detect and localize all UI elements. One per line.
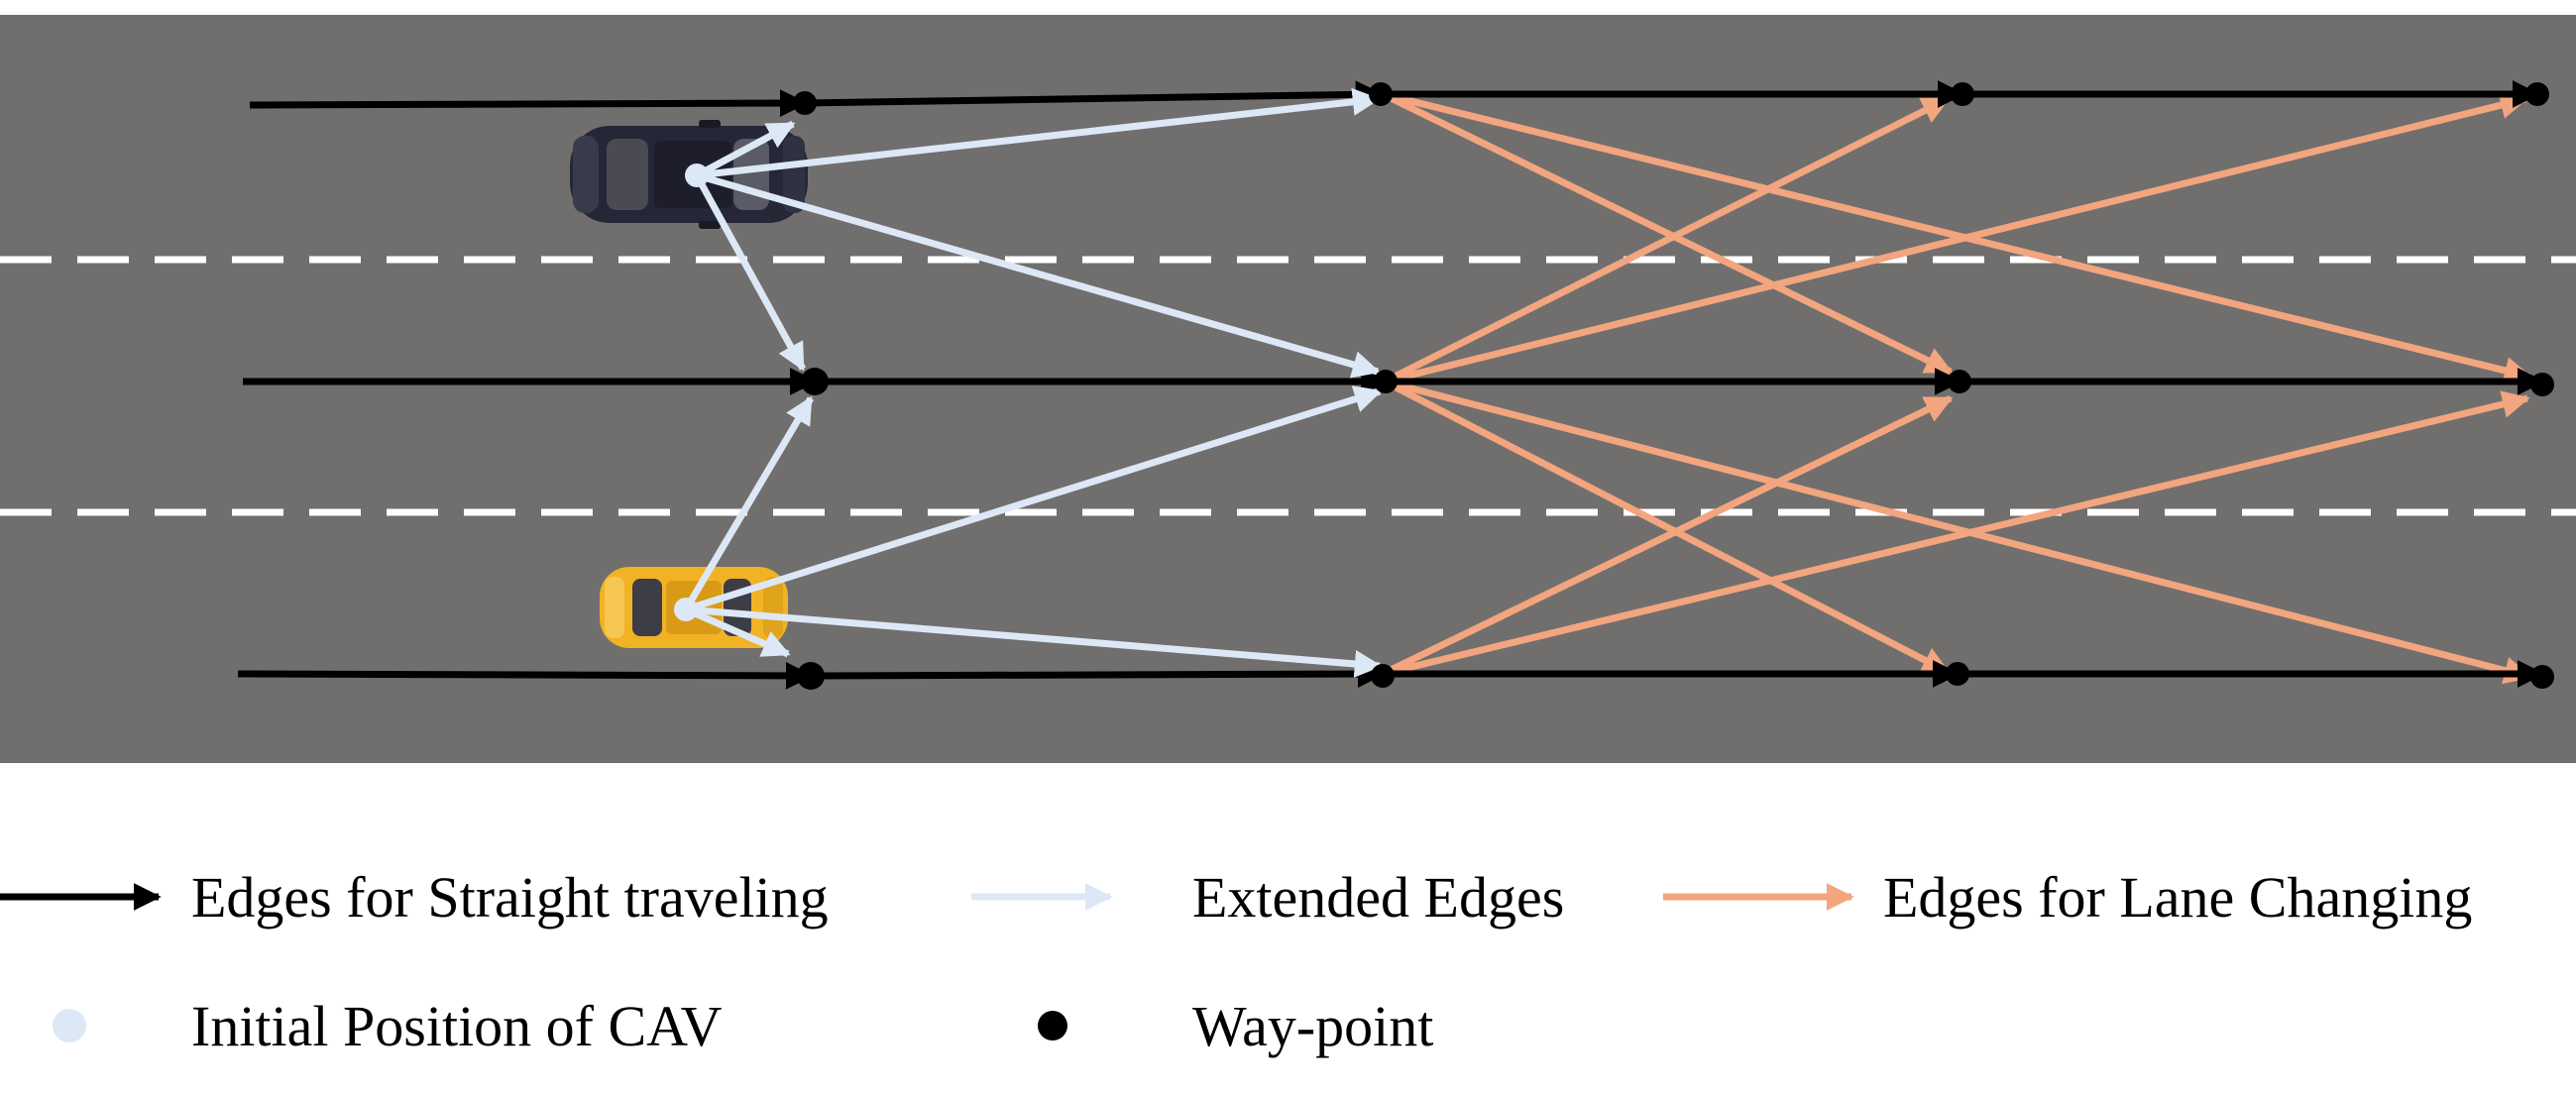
lane-change-edge bbox=[1383, 95, 1951, 385]
legend-waypoint-label: Way-point bbox=[1192, 994, 1433, 1058]
waypoint bbox=[793, 91, 817, 115]
extended-edge bbox=[685, 605, 1383, 678]
lane-change-edge bbox=[1382, 390, 2530, 678]
extended-edge bbox=[695, 120, 796, 179]
straight-edge bbox=[804, 80, 1384, 109]
waypoint bbox=[1371, 664, 1395, 688]
straight-edge bbox=[249, 89, 808, 118]
extended-edge bbox=[693, 173, 807, 372]
straight-edges bbox=[237, 80, 2545, 690]
extended-edge bbox=[682, 395, 815, 611]
extended-edge bbox=[684, 605, 791, 658]
straight-edge bbox=[810, 660, 1386, 689]
extended-edge bbox=[696, 87, 1381, 179]
waypoint bbox=[1951, 82, 1974, 106]
waypoint bbox=[2525, 82, 2549, 106]
straight-edge bbox=[237, 661, 814, 690]
waypoint bbox=[2530, 665, 2554, 689]
lane-change-edge bbox=[1383, 378, 1951, 676]
road bbox=[0, 15, 2576, 763]
waypoint bbox=[801, 368, 829, 395]
waypoint bbox=[1374, 370, 1398, 393]
initial-position-dark-car bbox=[685, 164, 709, 187]
legend-straight-label: Edges for Straight traveling bbox=[191, 865, 829, 930]
legend: Edges for Straight traveling Extended Ed… bbox=[0, 865, 2472, 1058]
waypoints bbox=[793, 82, 2554, 690]
lane-change-edge bbox=[1384, 378, 2532, 685]
lane-change-edge bbox=[1381, 90, 1954, 376]
extended-edge bbox=[684, 385, 1383, 613]
legend-extended-label: Extended Edges bbox=[1192, 865, 1564, 930]
legend-initial-label: Initial Position of CAV bbox=[191, 994, 723, 1058]
lane-change-edges bbox=[1381, 90, 2532, 685]
legend-waypoint-marker bbox=[1038, 1011, 1067, 1041]
waypoint bbox=[2530, 373, 2554, 396]
waypoint bbox=[1369, 82, 1393, 106]
lane-change-edge bbox=[1384, 91, 2528, 385]
legend-initial-marker bbox=[53, 1009, 86, 1042]
extended-edge bbox=[696, 171, 1381, 379]
extended-edges bbox=[682, 87, 1383, 678]
lane-change-edge bbox=[1382, 90, 2532, 384]
legend-lane-change-label: Edges for Lane Changing bbox=[1883, 865, 2472, 930]
waypoint bbox=[1948, 370, 1971, 393]
waypoint bbox=[797, 662, 825, 690]
initial-position-yellow-car bbox=[674, 598, 698, 621]
lane-change-edge bbox=[1381, 394, 1954, 678]
waypoint bbox=[1946, 662, 1969, 686]
